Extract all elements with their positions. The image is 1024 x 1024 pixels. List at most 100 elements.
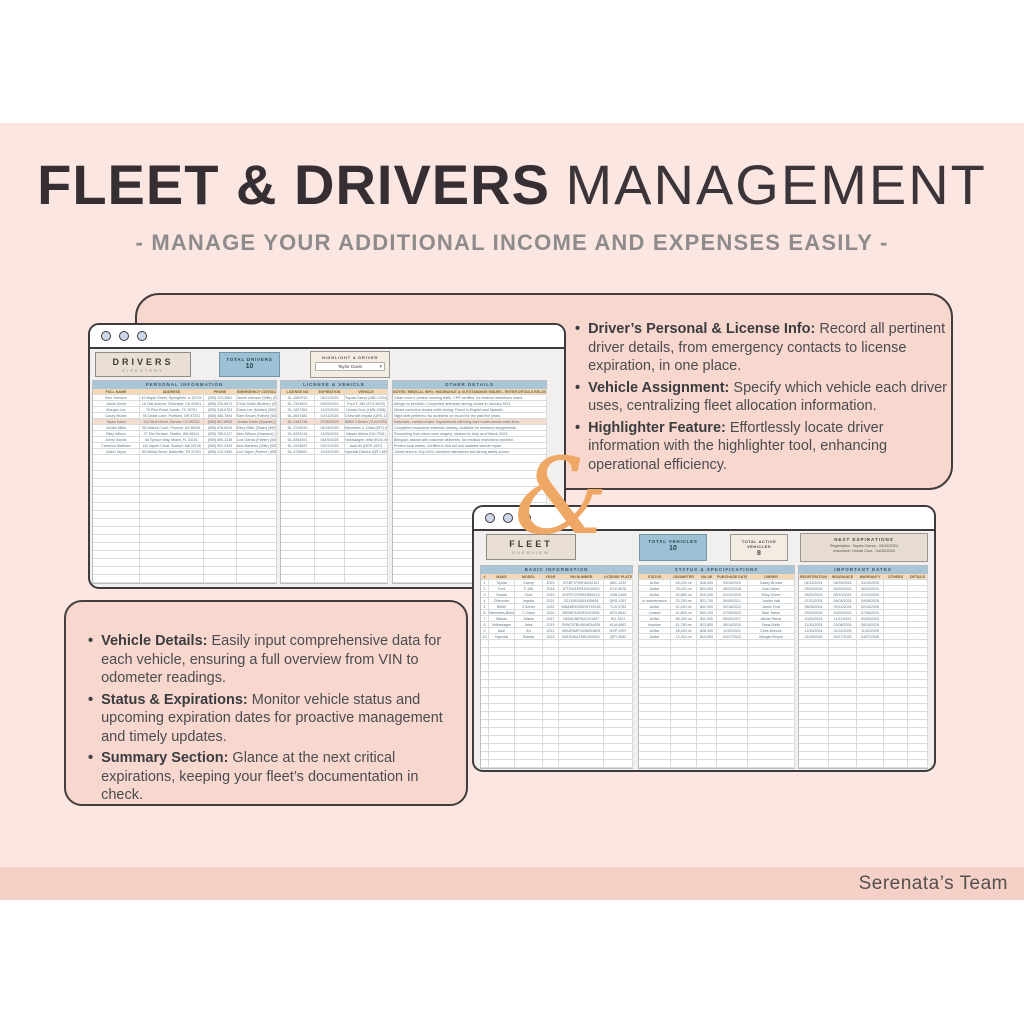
empty-rows — [393, 455, 547, 583]
table-cell: 09/05/2021 — [717, 598, 748, 604]
section-title: PERSONAL INFORMATION — [93, 381, 276, 389]
empty-table-row — [481, 648, 633, 656]
table-cell: 09/19/2024 — [799, 610, 829, 616]
table-cell: Toyota Camry (ABC-1234) — [345, 395, 388, 401]
table-cell — [908, 616, 928, 622]
table-cell: Jetta — [515, 622, 543, 628]
table-cell: 01/10/2019 — [717, 592, 748, 598]
empty-table-row — [281, 495, 388, 503]
empty-table-row — [281, 551, 388, 559]
window-control-icon[interactable] — [485, 513, 495, 523]
table-cell: $24,300 — [697, 586, 717, 592]
window-control-icon[interactable] — [119, 331, 129, 341]
table-cell: Jamie Ford — [748, 604, 795, 610]
table-cell: 02/18/2026 — [857, 604, 884, 610]
table-cell: $30,100 — [697, 610, 717, 616]
highlight-driver-dropdown[interactable]: Taylor Davis — [315, 362, 385, 371]
table-cell: 2021 — [543, 598, 559, 604]
table-cell: Active — [639, 592, 671, 598]
empty-table-row — [639, 656, 795, 664]
empty-table-row — [281, 511, 388, 519]
total-drivers-label: TOTAL DRIVERS — [226, 357, 273, 362]
empty-table-row — [93, 575, 277, 583]
empty-table-row — [481, 696, 633, 704]
table-cell: DL-8364921 — [281, 437, 315, 443]
table-cell: WAUENAF44JN004829 — [559, 628, 604, 634]
table-cell: WBA8E9G55GNT45125 — [559, 604, 604, 610]
table-cell: DL-5647382 — [281, 413, 315, 419]
table-cell: Riley Miller (Sister) (555) 876-1095 — [237, 425, 277, 431]
table-row: Completed hazardous materials training. … — [393, 425, 547, 431]
window-control-icon[interactable] — [521, 513, 531, 523]
table-cell: 01/10/2025 — [857, 592, 884, 598]
page-title-light: MANAGEMENT — [565, 153, 987, 216]
column-header: REGISTRATION — [799, 574, 829, 580]
table-cell: Chris Monroe — [748, 628, 795, 634]
table-cell: Jordan Hall — [748, 598, 795, 604]
empty-table-row — [93, 495, 277, 503]
bullet-text: Easily input comprehensive data for each… — [101, 633, 442, 687]
table-cell: 18 Oak Avenue, Riverside, CA 92501 — [140, 401, 204, 407]
empty-table-row — [481, 736, 633, 744]
empty-table-row — [639, 672, 795, 680]
table-cell: 3 — [481, 592, 489, 598]
table-cell — [884, 598, 908, 604]
table-cell: DL-4738261 — [281, 449, 315, 455]
column-header: VIN NUMBER — [559, 574, 604, 580]
table-cell: 05/30/2017 — [717, 616, 748, 622]
table-cell: 07/12/2024 — [799, 598, 829, 604]
table-cell: Volkswagen — [489, 622, 515, 628]
table-cell: 55SWF4JB3FU023456 — [559, 610, 604, 616]
table-row: Prefers local routes. Certified in first… — [393, 443, 547, 449]
column-header: OWNER — [748, 574, 795, 580]
section-title: STATUS & SPECIFICATIONS — [639, 566, 794, 574]
column-header: NOTES: MEDICAL INFO, INSURANCE & OUTSTAN… — [393, 389, 547, 395]
table-cell — [884, 622, 908, 628]
table-cell: 08/09/2026 — [315, 437, 345, 443]
window-control-icon[interactable] — [503, 513, 513, 523]
column-header: EMERGENCY CONTACT DETAILS — [237, 389, 277, 395]
table-cell: DL-6253418 — [281, 431, 315, 437]
table-cell: Active — [639, 604, 671, 610]
table-cell: Prefers local routes. Certified in first… — [393, 443, 547, 449]
table-cell: 2022 — [543, 604, 559, 610]
window-control-icon[interactable] — [137, 331, 147, 341]
column-header: LICENSE PLATE — [604, 574, 633, 580]
bullet-bold-label: Highlighter Feature: — [588, 419, 726, 436]
empty-table-row — [93, 511, 277, 519]
table-cell: 132 Aspen Circle, Boston, MA 02108 — [140, 443, 204, 449]
table-cell: 2G1105S38J9155604 — [559, 598, 604, 604]
table-cell: Casey Brown — [93, 413, 140, 419]
empty-table-row — [281, 559, 388, 567]
empty-table-row — [799, 672, 928, 680]
bullet-bold-label: Vehicle Details: — [101, 633, 208, 649]
bullet-summary-section: Summary Section: Glance at the next crit… — [88, 749, 454, 805]
empty-table-row — [799, 760, 928, 768]
table-cell: Audi A4 (NOP-1597) — [345, 443, 388, 449]
empty-table-row — [799, 736, 928, 744]
table-cell: 03/27/2025 — [315, 443, 345, 449]
window-control-icon[interactable] — [101, 331, 111, 341]
table-cell: Ford — [489, 586, 515, 592]
table-cell: 42 Maple Street, Springfield, IL 62704 — [140, 395, 204, 401]
table-cell: 05/10/2024 — [829, 592, 857, 598]
table-cell: 07/30/2025 — [315, 419, 345, 425]
empty-table-row — [481, 680, 633, 688]
table-cell — [884, 634, 908, 640]
table-cell: Completed hazardous materials training. … — [393, 425, 547, 431]
table-cell: F-150 — [515, 586, 543, 592]
bullet-vehicle-details: Vehicle Details: Easily input comprehens… — [88, 632, 454, 688]
column-header: ADDRESS — [140, 389, 204, 395]
